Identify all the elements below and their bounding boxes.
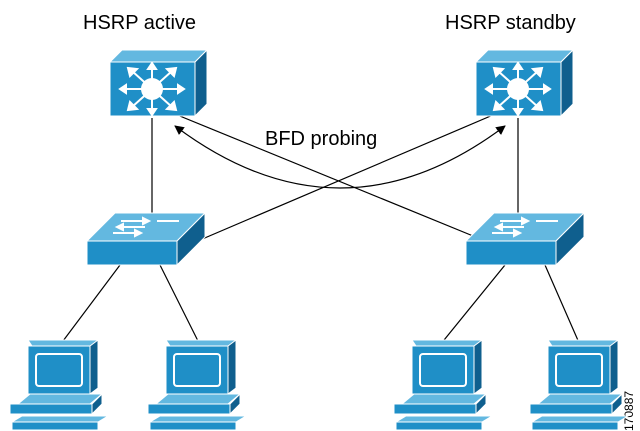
router-icon-right: [474, 48, 575, 118]
link-switch-right-pc3: [439, 264, 506, 346]
link-switch-left-pc2: [159, 264, 201, 346]
bfd-arc: [174, 125, 506, 189]
router-left-label: HSRP active: [83, 12, 197, 34]
router-right-label: HSRP standby: [445, 12, 576, 34]
router-icon-left: [108, 48, 209, 118]
workstation-icon-3: [393, 339, 494, 431]
workstation-icon-2: [147, 339, 248, 431]
switch-icon-right: [464, 211, 586, 267]
switch-icon-left: [85, 211, 207, 267]
link-router-left-switch-right: [169, 111, 479, 239]
workstation-icon-1: [9, 339, 110, 431]
link-switch-right-pc4: [544, 264, 581, 346]
link-router-right-switch-left: [199, 111, 501, 241]
link-switch-left-pc1: [59, 264, 121, 346]
workstation-icon-4: [529, 339, 630, 431]
